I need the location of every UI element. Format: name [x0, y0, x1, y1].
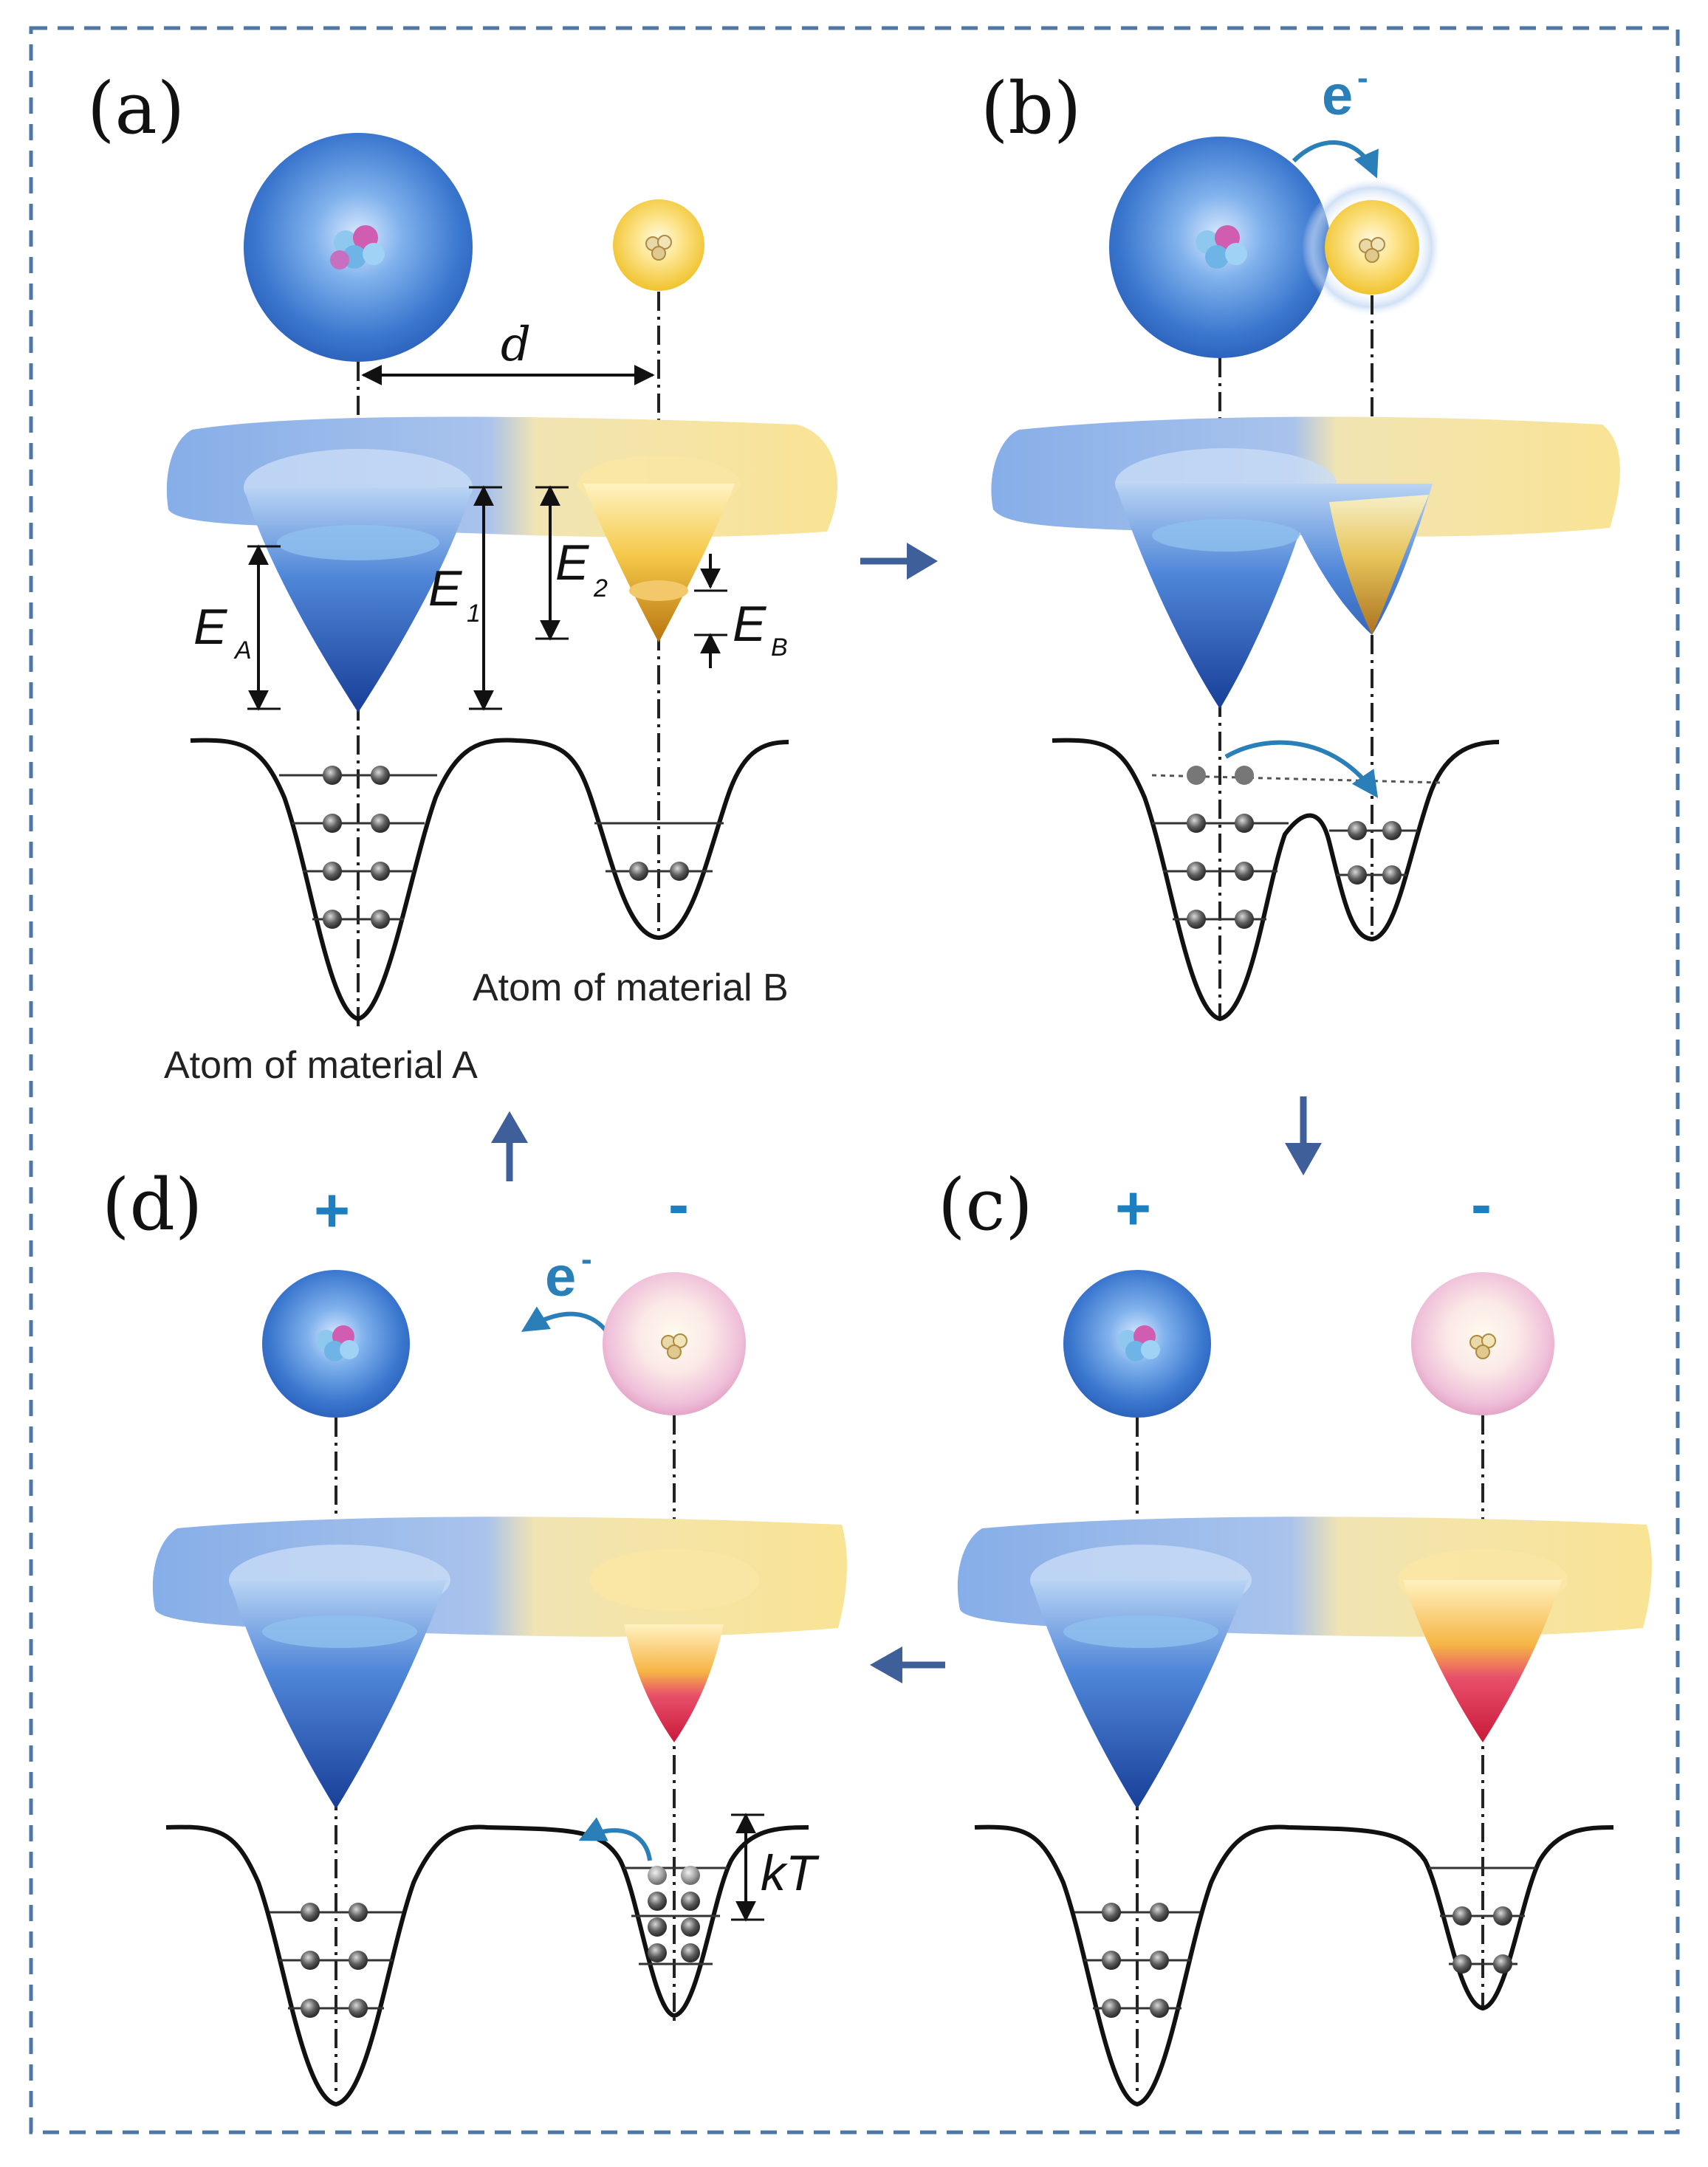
panel-d: (d) + - e - — [102, 1164, 847, 2107]
panel-d-label: (d) — [102, 1164, 202, 1246]
ea-subscript: A — [233, 636, 252, 664]
nucleus-b-d — [661, 1333, 687, 1359]
flow-arrow-b-to-c — [1285, 1096, 1322, 1175]
dashed-frame — [29, 26, 1680, 2135]
panel-b: (b) e - — [981, 60, 1620, 1022]
potential-curve-a — [190, 738, 789, 1022]
e1-label: E — [428, 560, 462, 617]
panel-a: (a) d E A — [87, 67, 838, 1087]
panel-b-electron-sup: - — [1357, 60, 1368, 96]
energy-levels-a — [279, 774, 724, 921]
flow-arrow-a-to-b — [860, 543, 938, 580]
well-a-d — [229, 1580, 447, 1809]
panel-c-label: (c) — [938, 1164, 1033, 1246]
transfer-arrow-b — [1292, 140, 1379, 179]
ea-label: E — [193, 599, 227, 655]
kt-label: kT — [761, 1845, 820, 1901]
panel-d-electron-sup: - — [581, 1241, 592, 1277]
tunnel-arrow-b — [1224, 740, 1379, 798]
distance-label: d — [501, 317, 531, 372]
panel-d-electron: e — [545, 1246, 576, 1308]
atom-a-caption: Atom of material A — [164, 1044, 478, 1087]
electrons-d — [301, 1866, 700, 2018]
electrons-a — [323, 766, 689, 929]
panel-c-plus: + — [1115, 1173, 1151, 1243]
panel-b-electron: e — [1322, 64, 1353, 127]
potential-curve-b — [1052, 738, 1500, 1022]
flow-arrow-c-to-d — [870, 1646, 945, 1683]
panel-d-plus: + — [314, 1175, 350, 1245]
nucleus-b — [645, 235, 672, 261]
nucleus-a — [330, 225, 385, 269]
eb-subscript: B — [771, 633, 788, 662]
panel-c-minus: - — [1471, 1170, 1492, 1239]
panel-c: (c) + - — [938, 1164, 1652, 2107]
e1-subscript: 1 — [467, 600, 481, 628]
nucleus-a-c — [1117, 1325, 1160, 1361]
nucleus-a-b — [1196, 225, 1247, 269]
panel-d-minus: - — [668, 1170, 689, 1239]
panel-b-label: (b) — [981, 67, 1081, 150]
well-b-c — [1403, 1580, 1562, 1742]
potential-curve-d — [165, 1824, 809, 2107]
e2-label: E — [555, 535, 589, 591]
panel-a-label: (a) — [87, 67, 185, 150]
well-b — [583, 484, 735, 642]
emission-arrow-d — [521, 1306, 617, 1347]
electrons-b — [1187, 766, 1402, 929]
well-a-c — [1030, 1580, 1248, 1809]
electrons-c — [1102, 1903, 1512, 2018]
eb-label: E — [733, 596, 766, 652]
nucleus-a-d — [316, 1325, 359, 1361]
well-b-d — [624, 1624, 724, 1742]
flow-arrow-d-to-a — [491, 1111, 528, 1181]
potential-curve-c — [974, 1824, 1614, 2107]
thermal-escape-arrow — [578, 1817, 652, 1861]
nucleus-b-b — [1359, 237, 1385, 263]
nucleus-b-c — [1469, 1333, 1496, 1359]
e2-subscript: 2 — [593, 574, 608, 602]
atom-b-caption: Atom of material B — [473, 966, 789, 1009]
